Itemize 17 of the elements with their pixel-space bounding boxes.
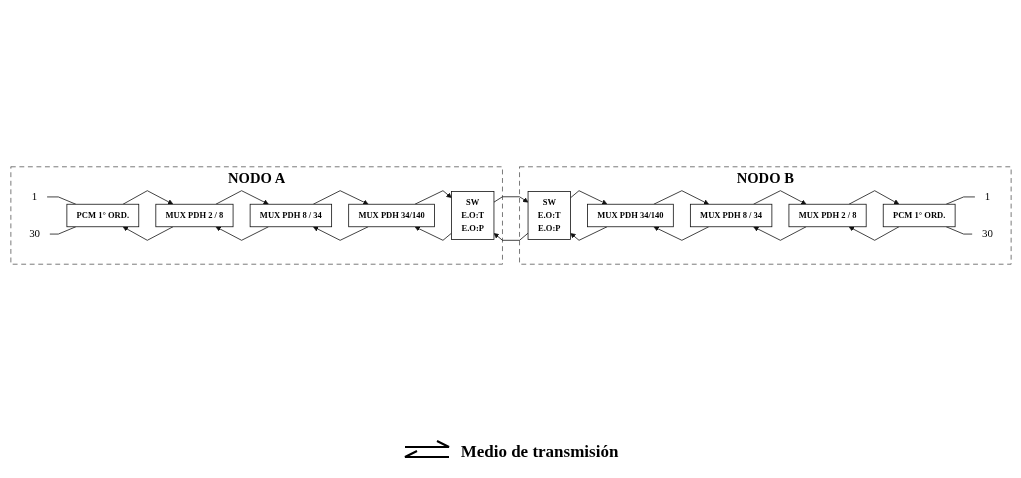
node-box: MUX PDH 8 / 34 — [249, 203, 332, 227]
node-box: MUX PDH 34/140 — [347, 203, 435, 227]
node-box: SW E.O:T E.O:P — [527, 190, 571, 240]
legend-text: Medio de transmisión — [460, 442, 619, 462]
node-box: MUX PDH 8 / 34 — [689, 203, 772, 227]
node-text: 1 — [984, 190, 990, 203]
node-box: SW E.O:T E.O:P — [450, 190, 494, 240]
node-box: PCM 1° ORD. — [66, 203, 139, 227]
node-box: MUX PDH 2 / 8 — [154, 203, 233, 227]
node-box: PCM 1° ORD. — [882, 203, 955, 227]
node-text: 1 — [31, 190, 37, 203]
connector — [48, 225, 76, 234]
connector — [945, 225, 973, 234]
node-box: MUX PDH 2 / 8 — [788, 203, 867, 227]
node-box: MUX PDH 34/140 — [586, 203, 674, 227]
node-text: 30 — [28, 227, 40, 240]
node-text: 30 — [981, 227, 993, 240]
